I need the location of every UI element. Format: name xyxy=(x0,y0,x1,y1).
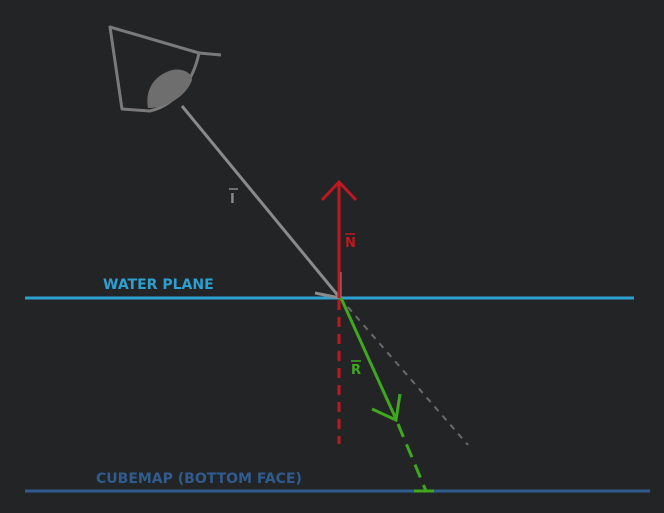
incident-label: I xyxy=(230,192,235,207)
cubemap-label: CUBEMAP (BOTTOM FACE) xyxy=(96,471,302,487)
water-plane-label: WATER PLANE xyxy=(103,277,214,293)
refracted-continuation-dashed xyxy=(396,423,428,492)
incident-vector xyxy=(180,105,342,299)
refracted-label: R xyxy=(351,363,361,378)
refracted-arrowhead xyxy=(371,393,402,423)
incident-continuation-dashed xyxy=(339,297,469,446)
normal-arrowhead xyxy=(320,179,358,202)
normal-label: N xyxy=(345,236,356,251)
refracted-vector xyxy=(339,297,398,420)
eye-icon xyxy=(108,25,222,113)
